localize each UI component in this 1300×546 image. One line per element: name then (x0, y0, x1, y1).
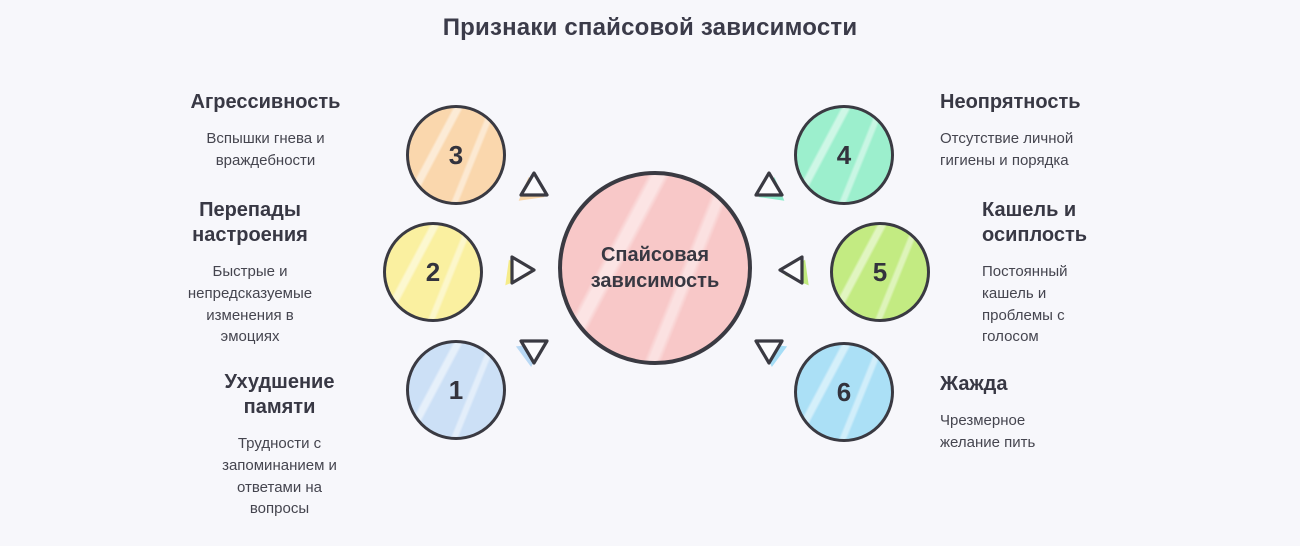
node-number-5: 5 (872, 256, 888, 287)
item-heading: Перепады настроения (192, 199, 308, 246)
item-heading: Агрессивность (190, 91, 341, 113)
item-label-memory-decline: Ухудшение памяти Трудности с запоминание… (172, 370, 387, 520)
item-description: Чрезмерное желание пить (940, 412, 1036, 451)
item-label-aggressiveness: Агрессивность Вспышки гнева и враждебнос… (158, 90, 373, 172)
node-circle-2: 2 (383, 222, 483, 322)
item-heading: Ухудшение памяти (224, 371, 335, 418)
node-circle-6: 6 (794, 342, 894, 442)
arrow-right-icon (505, 255, 536, 286)
item-heading: Неопрятность (940, 91, 1081, 113)
node-number-6: 6 (836, 376, 852, 407)
node-circle-5: 5 (830, 222, 930, 322)
item-label-mood-swings: Перепады настроения Быстрые и непредсказ… (140, 198, 360, 348)
item-heading: Жажда (940, 373, 1008, 395)
item-description: Вспышки гнева и враждебности (206, 130, 325, 169)
node-number-3: 3 (448, 139, 464, 170)
center-circle: Спайсовая зависимость (558, 171, 752, 365)
node-number-1: 1 (448, 374, 464, 405)
node-circle-4: 4 (794, 105, 894, 205)
arrow-left-icon (778, 255, 809, 286)
item-heading: Кашель и осиплость (982, 199, 1088, 246)
node-circle-1: 1 (406, 340, 506, 440)
node-number-2: 2 (425, 256, 441, 287)
item-description: Трудности с запоминанием и ответами на в… (222, 435, 337, 518)
item-description: Быстрые и непредсказуемые изменения в эм… (187, 263, 313, 346)
arrow-up-icon (754, 171, 785, 201)
center-label: Спайсовая зависимость (590, 244, 720, 292)
item-label-untidiness: Неопрятность Отсутствие личной гигиены и… (940, 90, 1170, 172)
item-label-thirst: Жажда Чрезмерное желание пить (940, 372, 1170, 454)
node-number-4: 4 (836, 139, 852, 170)
page-title: Признаки спайсовой зависимости (442, 14, 858, 41)
arrow-up-icon (518, 171, 549, 201)
item-description: Постоянный кашель и проблемы с голосом (982, 263, 1068, 346)
node-circle-3: 3 (406, 105, 506, 205)
arrow-down-icon (754, 339, 788, 367)
item-label-cough-hoarseness: Кашель и осиплость Постоянный кашель и п… (982, 198, 1162, 348)
item-description: Отсутствие личной гигиены и порядка (940, 130, 1074, 169)
arrow-down-icon (515, 339, 549, 367)
